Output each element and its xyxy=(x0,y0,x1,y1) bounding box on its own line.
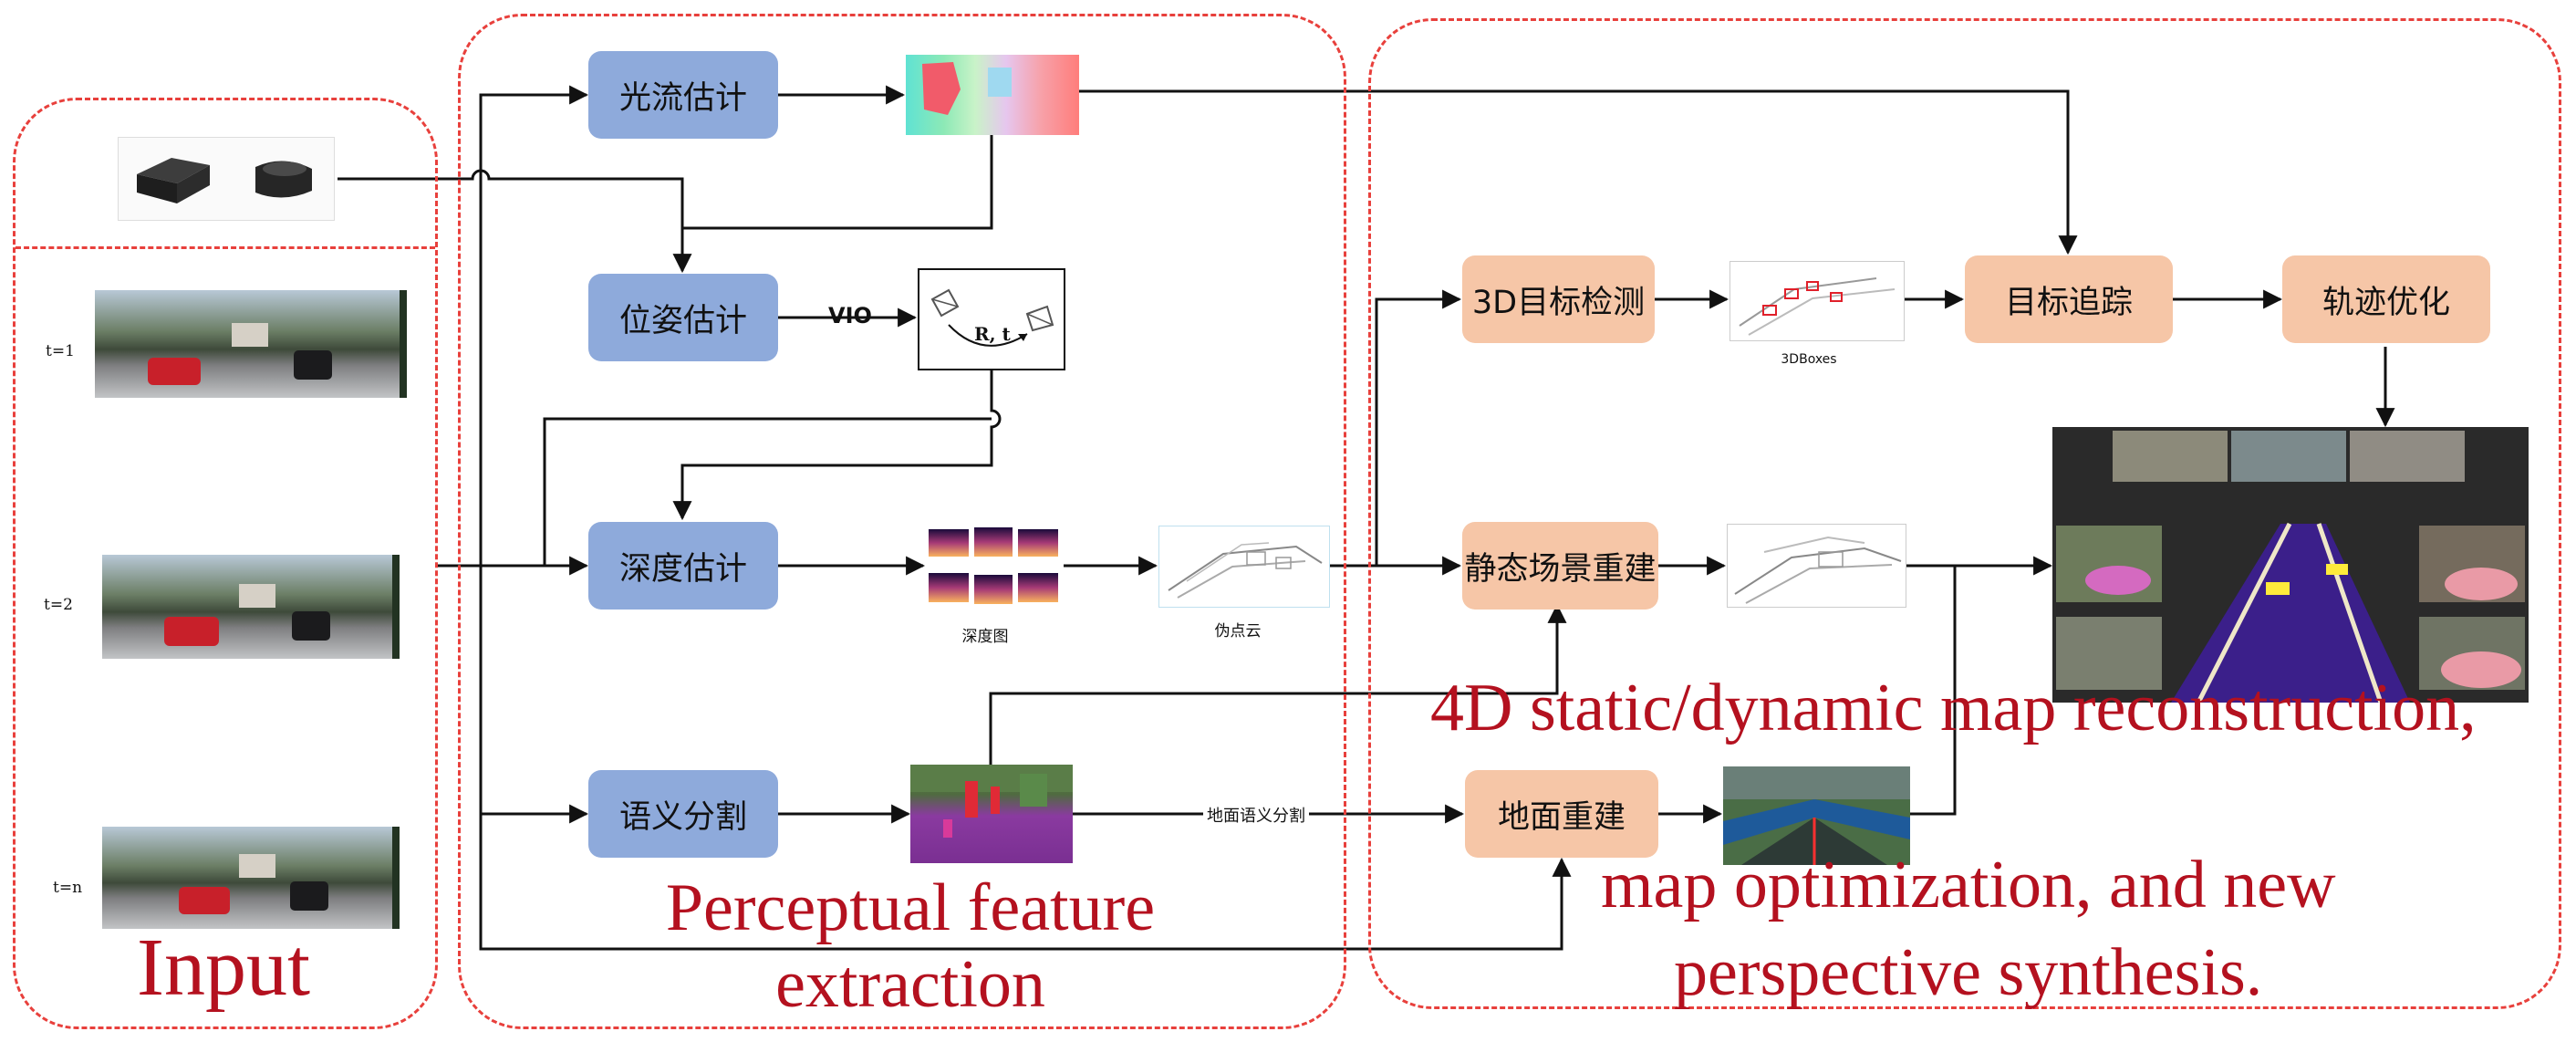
edge-pose-to-depth xyxy=(672,370,1002,521)
perception-section-title-line1: Perceptual feature xyxy=(665,870,1156,945)
perception-section xyxy=(458,14,1346,1029)
pose-estimation-node: 位姿估计 xyxy=(588,274,778,361)
frame-label-tn: t=n xyxy=(53,879,83,897)
map-section-title-line2: map optimization, and new xyxy=(1601,848,2336,922)
depth-estimation-node: 深度估计 xyxy=(588,522,778,610)
pose-transform-image: R, t xyxy=(918,268,1065,370)
reconstruction-output-image xyxy=(2052,427,2529,703)
edge-pose-loop xyxy=(543,417,992,566)
3d-boxes-caption: 3DBoxes xyxy=(1781,352,1837,367)
input-frame-t2 xyxy=(102,555,400,659)
pseudo-point-cloud-image xyxy=(1158,526,1330,608)
optical-flow-image xyxy=(906,55,1079,135)
input-section xyxy=(13,98,438,1029)
depth-map-image xyxy=(925,526,1062,608)
edge-seg-to-static xyxy=(989,603,1567,765)
object-tracking-node: 目标追踪 xyxy=(1965,255,2173,343)
input-section-title: Input xyxy=(137,922,310,1013)
3d-detection-node: 3D目标检测 xyxy=(1462,255,1655,343)
perception-section-title: Perceptual feature extraction xyxy=(646,870,1175,1024)
sensor-devices-image xyxy=(118,137,335,221)
static-scene-reconstruction-node: 静态场景重建 xyxy=(1462,522,1658,610)
static-mesh-image xyxy=(1727,524,1906,608)
segmentation-image xyxy=(910,765,1073,863)
frame-label-t2: t=2 xyxy=(44,596,73,614)
edge-flow-feedback xyxy=(682,135,993,230)
input-section-divider xyxy=(16,246,435,249)
frame-label-t1: t=1 xyxy=(46,342,75,360)
3d-boxes-image xyxy=(1729,261,1905,341)
perception-section-title-line2: extraction xyxy=(775,947,1045,1023)
edge-ground-image-to-output xyxy=(1910,566,1957,816)
optical-flow-node: 光流估计 xyxy=(588,51,778,139)
ground-reconstruction-node: 地面重建 xyxy=(1465,770,1658,858)
vio-edge-label: VIO xyxy=(828,303,872,328)
edge-trunk-to-ground xyxy=(479,814,1572,951)
map-section-title-line1: 4D static/dynamic map reconstruction, xyxy=(1430,671,2477,745)
trajectory-optimization-node: 轨迹优化 xyxy=(2282,255,2490,343)
reconstruction-section xyxy=(1368,18,2561,1009)
depth-map-caption: 深度图 xyxy=(961,628,1009,646)
ground-semantic-edge-label: 地面语义分割 xyxy=(1203,803,1309,827)
pose-formula-label: R, t xyxy=(974,323,1011,345)
edge-cloud-to-detection xyxy=(1375,289,1462,566)
semantic-segmentation-node: 语义分割 xyxy=(588,770,778,858)
edge-flow-to-tracking xyxy=(1079,89,2078,255)
input-frame-t1 xyxy=(95,290,407,398)
ground-reconstruction-image xyxy=(1723,766,1910,865)
input-frame-tn xyxy=(102,827,400,929)
map-section-title-line3: perspective synthesis. xyxy=(1674,935,2263,1010)
pseudo-point-cloud-caption: 伪点云 xyxy=(1214,622,1262,641)
